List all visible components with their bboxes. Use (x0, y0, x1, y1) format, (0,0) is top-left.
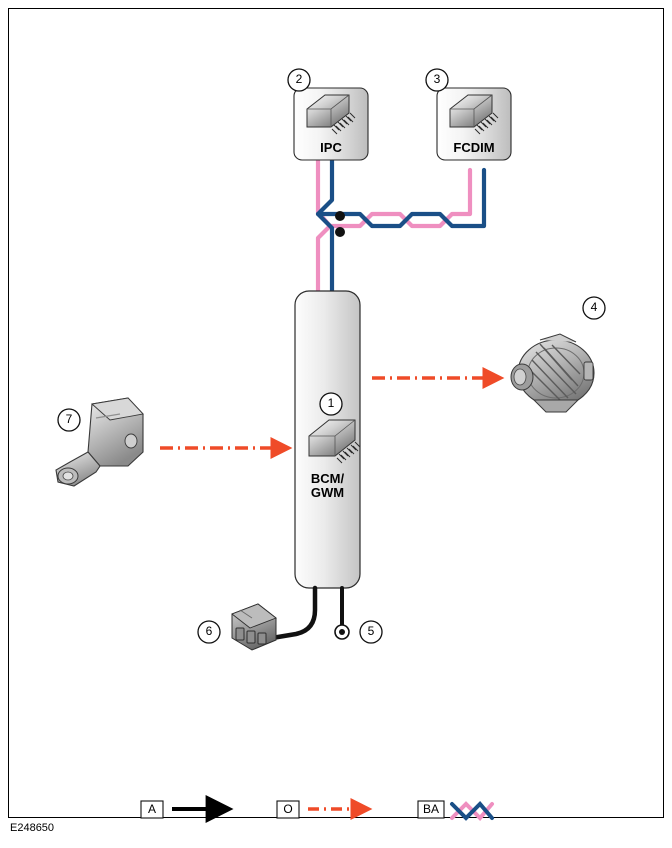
callout-label-6: 6 (205, 624, 213, 638)
bus-junction-dot-1 (335, 211, 345, 221)
callout-label-5: 5 (367, 624, 375, 638)
chip-icon-bcm (308, 419, 361, 464)
legend-line-bus (450, 801, 494, 821)
fcdim-module (436, 87, 512, 161)
legend-key-ba: BA (422, 802, 439, 816)
callout-circle-4 (582, 296, 606, 320)
callout-circles (57, 68, 606, 644)
ipc-module (293, 87, 369, 161)
callout-circle-2 (287, 68, 311, 92)
figure-code: E248650 (10, 822, 55, 834)
fcdim-label: FCDIM (453, 140, 495, 155)
callout-label-1: 1 (327, 396, 335, 410)
alternator-icon (510, 333, 595, 413)
fuse-icon (231, 603, 277, 651)
network-bus-lines (315, 157, 487, 295)
callout-circle-3 (425, 68, 449, 92)
ground-icon (334, 624, 350, 640)
legend-key-box-o (276, 800, 300, 819)
callout-circle-6 (197, 620, 221, 644)
bottom-hardwired-cables (269, 585, 344, 641)
battery-terminal-icon (55, 397, 144, 487)
ipc-label: IPC (320, 140, 342, 155)
legend-key-box-a (140, 800, 164, 819)
legend-key-o: O (283, 802, 293, 816)
callout-circle-1 (319, 392, 343, 416)
bcm-gwm-label: BCM/ GWM (310, 471, 345, 501)
callout-label-7: 7 (65, 412, 73, 426)
callout-circle-7 (57, 408, 81, 432)
callout-label-2: 2 (295, 72, 303, 86)
callout-label-3: 3 (433, 72, 441, 86)
bus-junction-dot-2 (335, 227, 345, 237)
callout-circle-5 (359, 620, 383, 644)
legend-group (140, 795, 494, 823)
legend-key-a: A (147, 802, 156, 816)
legend-key-box-ba (417, 800, 445, 819)
figure-border (8, 8, 664, 818)
callout-label-4: 4 (590, 300, 598, 314)
